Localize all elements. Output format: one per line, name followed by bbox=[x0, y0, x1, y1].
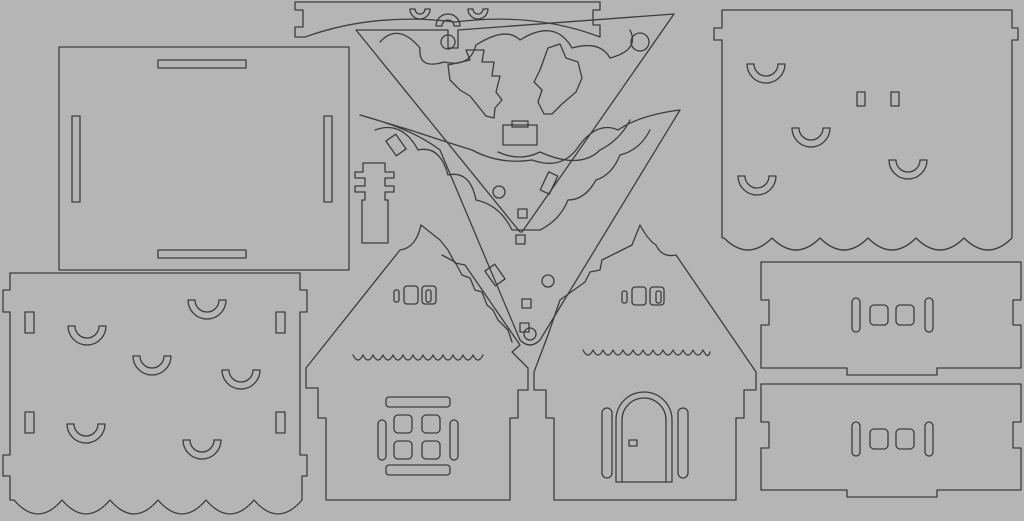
base-slot-right bbox=[323, 115, 333, 203]
chimney-piece bbox=[354, 162, 395, 244]
roof-panel-lower bbox=[359, 109, 681, 346]
base-plate bbox=[58, 46, 350, 271]
front-gable-window bbox=[305, 224, 529, 501]
front-gable-door bbox=[533, 224, 757, 501]
top-crest-bar bbox=[294, 1, 601, 50]
base-slot-bottom bbox=[157, 249, 247, 259]
arch-cutouts-right-wall bbox=[737, 63, 928, 196]
window-strip-lower bbox=[760, 383, 1022, 498]
window-strip-upper bbox=[760, 261, 1022, 376]
base-slot-left bbox=[71, 115, 81, 203]
roof-panel-upper bbox=[355, 13, 675, 245]
base-slot-top bbox=[157, 59, 247, 69]
side-wall-left bbox=[2, 272, 308, 515]
side-wall-right bbox=[713, 9, 1019, 251]
arch-cutouts-left-wall bbox=[66, 299, 261, 460]
